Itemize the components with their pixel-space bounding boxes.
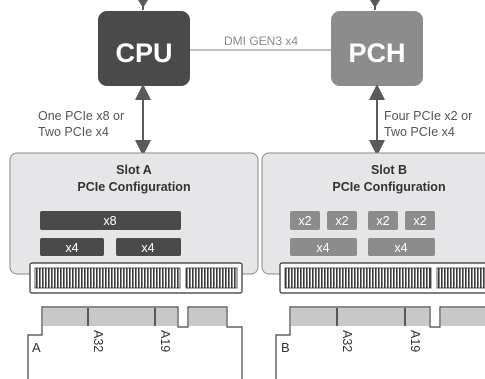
slot-b-edge-letter: B bbox=[281, 340, 290, 355]
slot-b-lane-x2-1-label: x2 bbox=[298, 214, 311, 228]
slot-b-lane-x2-1 bbox=[290, 211, 320, 230]
slot-b-lane-x2-4 bbox=[405, 211, 435, 230]
cpu-label: CPU bbox=[115, 38, 172, 68]
slot-b-lane-x2-3-label: x2 bbox=[376, 214, 389, 228]
slot-b-lane-x2-2-label: x2 bbox=[335, 214, 348, 228]
slot-a-lane-x4-left bbox=[40, 238, 104, 256]
slot-b-lane-x4-right-label: x4 bbox=[394, 241, 407, 255]
slot-b-lane-x4-left bbox=[290, 238, 357, 256]
slot-a-panel: Slot A PCIe Configuration x8 x4 x4 bbox=[9, 152, 259, 275]
slot-a-connector bbox=[29, 262, 243, 294]
pch-top-arrowhead bbox=[370, 0, 380, 8]
slot-b-subtitle: PCIe Configuration bbox=[332, 180, 445, 194]
slot-b-title: Slot B bbox=[371, 163, 407, 177]
slot-b-lane-x2-4-label: x2 bbox=[413, 214, 426, 228]
slot-b-card-edge: B A32 A19 bbox=[275, 306, 485, 379]
slot-b-lane-x2-3 bbox=[368, 211, 398, 230]
slot-b-lane-x4-right bbox=[368, 238, 435, 256]
slot-a-lane-x4-right-label: x4 bbox=[141, 241, 154, 255]
slot-a-title: Slot A bbox=[116, 163, 152, 177]
slot-a-subtitle: PCIe Configuration bbox=[77, 180, 190, 194]
slot-b-connector bbox=[279, 262, 485, 294]
slot-a-pin-a19: A19 bbox=[158, 330, 172, 352]
slot-b-panel: Slot B PCIe Configuration x2 x2 x2 x2 x4… bbox=[261, 152, 485, 275]
pch-link-line2: Two PCIe x4 bbox=[384, 125, 455, 139]
cpu-top-arrowhead bbox=[138, 0, 148, 8]
slot-a-lane-x8 bbox=[40, 211, 181, 230]
slot-a-edge-letter: A bbox=[32, 340, 41, 355]
cpu-block: CPU bbox=[98, 11, 190, 86]
slot-a-lane-x4-right bbox=[116, 238, 181, 256]
pch-block: PCH bbox=[331, 11, 423, 86]
cpu-link-line1: One PCIe x8 or bbox=[38, 109, 124, 123]
slot-a-lane-x4-left-label: x4 bbox=[65, 241, 78, 255]
dmi-link-label: DMI GEN3 x4 bbox=[224, 34, 298, 48]
cpu-link-line2: Two PCIe x4 bbox=[38, 125, 109, 139]
slot-a-card-edge: A A32 A19 bbox=[27, 306, 243, 379]
slot-a-lane-x8-label: x8 bbox=[103, 214, 116, 228]
slot-b-pin-a19: A19 bbox=[408, 330, 422, 352]
slot-b-lane-x4-left-label: x4 bbox=[316, 241, 329, 255]
slot-a-pin-a32: A32 bbox=[91, 330, 105, 352]
pch-link-line1: Four PCIe x2 or bbox=[384, 109, 472, 123]
pch-label: PCH bbox=[348, 38, 405, 68]
slot-b-pin-a32: A32 bbox=[340, 330, 354, 352]
slot-b-lane-x2-2 bbox=[327, 211, 357, 230]
